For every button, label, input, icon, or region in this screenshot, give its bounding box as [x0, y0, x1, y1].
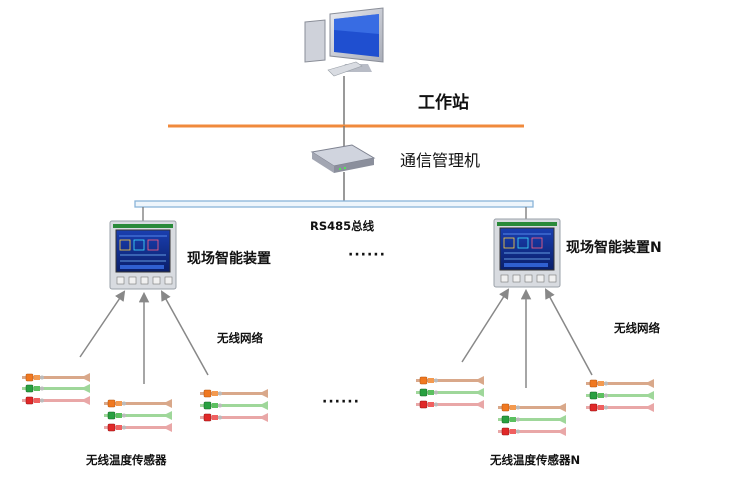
sensor-group-5: [497, 402, 567, 437]
device-n-label: 现场智能装置N: [566, 240, 662, 256]
sensor-group-3: [199, 388, 269, 423]
sensor-group-4: [415, 375, 485, 410]
rs485-bus-label: RS485总线: [310, 219, 375, 233]
wireless-network-label-left: 无线网络: [217, 331, 263, 345]
sensor-group-6: [585, 378, 655, 413]
sensor-n-label: 无线温度传感器N: [490, 453, 581, 467]
sensors-ellipsis: ······: [322, 394, 360, 410]
smart-device-1-icon: [109, 220, 177, 290]
workstation-label: 工作站: [418, 93, 469, 113]
wireless-arrow: [461, 288, 510, 363]
wireless-network-label-right: 无线网络: [614, 321, 660, 335]
devices-ellipsis: ······: [348, 247, 386, 263]
wireless-arrow: [79, 290, 126, 358]
sensor-group-2: [103, 398, 173, 433]
sensor-group-1: [21, 372, 91, 406]
comm-manager-label: 通信管理机: [400, 151, 481, 170]
device-1-label: 现场智能装置: [187, 251, 271, 267]
wireless-arrow: [160, 290, 209, 376]
network-router-icon: [310, 144, 376, 173]
desktop-computer-icon: [304, 7, 384, 77]
wireless-arrow: [545, 288, 593, 376]
sensor-1-label: 无线温度传感器: [86, 453, 167, 467]
smart-device-n-icon: [493, 218, 561, 288]
rs485-bus-line: [134, 200, 534, 208]
